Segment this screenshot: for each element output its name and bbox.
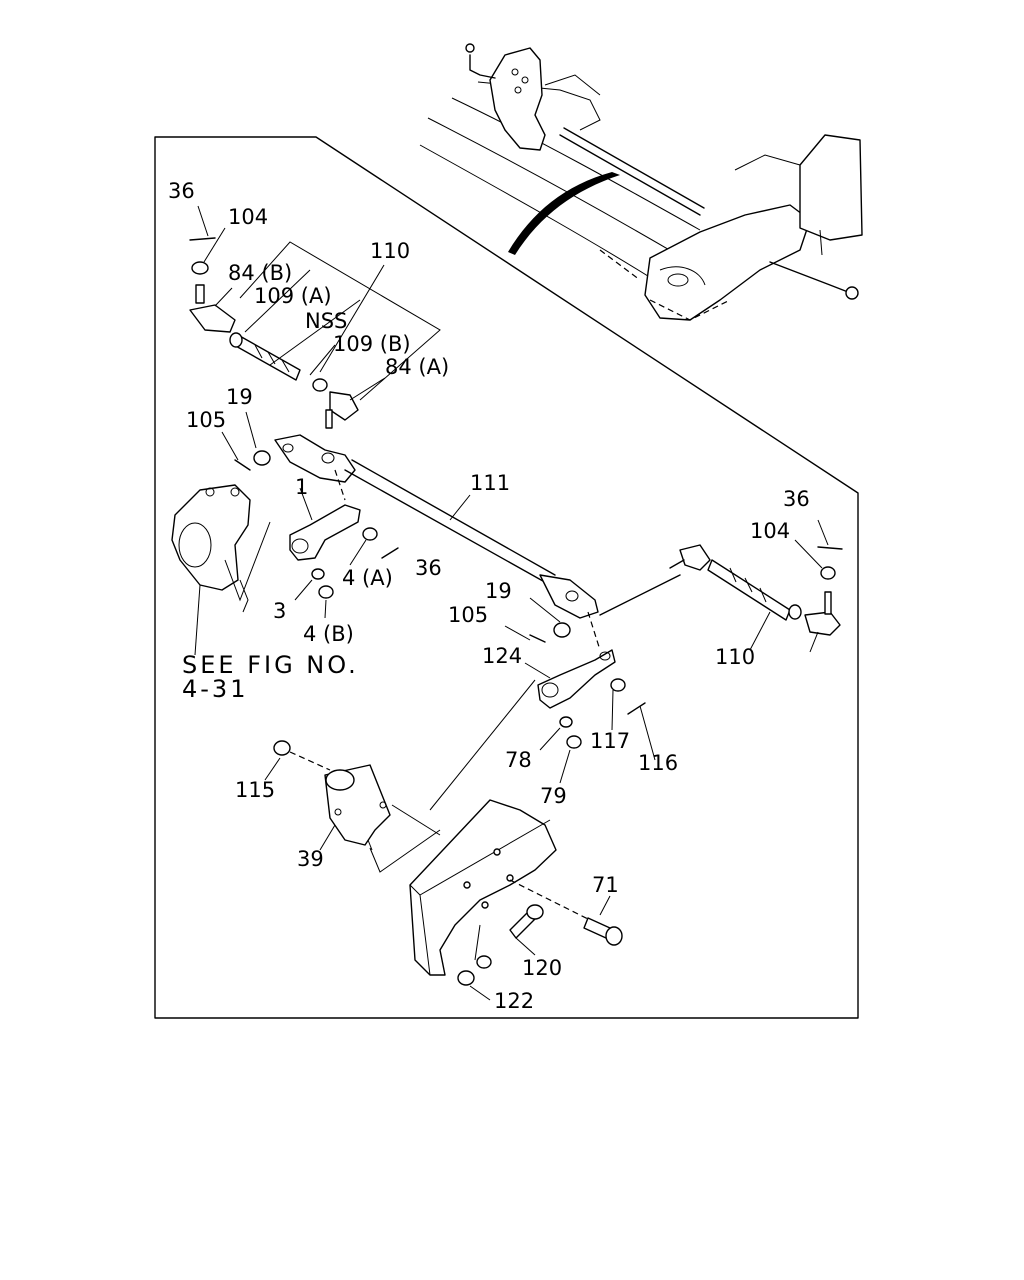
nut-icon [504,597,571,643]
label-19-right: 19 [485,579,512,603]
label-120: 120 [522,956,562,980]
label-110-right: 110 [715,645,755,669]
pitman-arm-icon [224,487,399,619]
nut-icon [221,411,271,471]
frame-bracket-icon [264,740,441,873]
label-nss: NSS [305,309,347,333]
label-36-mid: 36 [415,556,442,580]
label-124: 124 [482,644,522,668]
label-111: 111 [470,471,510,495]
bolt-icon [509,904,544,956]
label-116: 116 [638,751,678,775]
nut-icon [457,955,492,1001]
label-4a: 4 (A) [342,566,393,590]
detail-frame [154,136,859,1019]
bolt-icon [583,895,623,946]
label-4b: 4 (B) [303,622,354,646]
label-105-left: 105 [186,408,226,432]
idler-arm-icon [429,649,656,811]
label-79: 79 [540,784,567,808]
tie-rod-end-icon [189,284,236,333]
frame-member-icon [409,799,601,976]
label-36-right: 36 [783,487,810,511]
reference-note-line1: SEE FIG NO. [182,651,359,679]
label-84a: 84 (A) [385,355,449,379]
tie-rod-end-icon [599,519,843,653]
label-19-left: 19 [226,385,253,409]
upper-tie-rod-assembly [189,205,441,429]
label-117: 117 [590,729,630,753]
label-36-top: 36 [168,179,195,203]
label-104-right: 104 [750,519,790,543]
steering-gear-icon [171,484,251,656]
section-band [508,172,620,255]
label-104-top: 104 [228,205,268,229]
vehicle-overview [419,43,863,321]
label-1: 1 [295,475,308,499]
label-109b: 109 (B) [333,332,411,356]
label-78: 78 [505,748,532,772]
label-109a: 109 (A) [254,284,332,308]
cotter-pin-icon [189,237,216,241]
reference-note-line2: 4-31 [182,675,248,703]
label-39: 39 [297,847,324,871]
nut-icon [191,227,226,275]
label-122: 122 [494,989,534,1013]
label-3: 3 [273,599,286,623]
label-110-top: 110 [370,239,410,263]
part-labels: 36 104 110 84 (B) 109 (A) NSS 109 (B) 84… [168,179,810,1013]
label-115: 115 [235,778,275,802]
drag-link [274,434,601,651]
label-84b: 84 (B) [228,261,292,285]
label-105-right: 105 [448,603,488,627]
reference-note: SEE FIG NO. 4-31 [182,651,359,703]
label-71: 71 [592,873,619,897]
